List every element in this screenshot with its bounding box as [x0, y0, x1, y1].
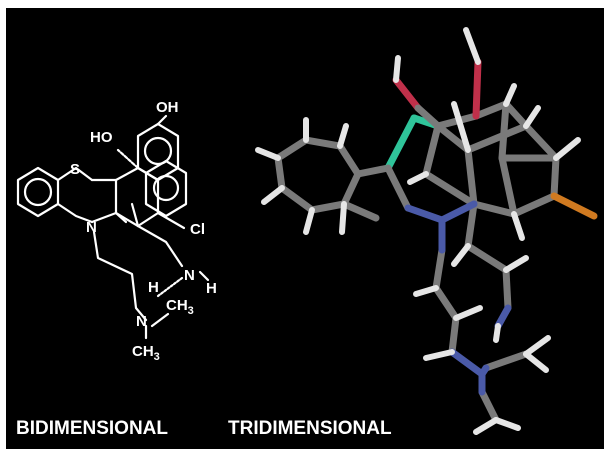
- model-phenyl-ring: [274, 136, 392, 222]
- model-nitrogens: [404, 200, 512, 396]
- structure-2d: OH HO S N Cl N H H CH3 N CH3: [16, 99, 217, 363]
- atom-oh-top: OH: [156, 99, 179, 116]
- propyl-chain: [92, 230, 148, 322]
- model-phenyl-hydrogens: [255, 117, 349, 235]
- left-aromatic-circle: [23, 177, 53, 207]
- caption-layer: BIDIMENSIONAL TRIDIMENSIONAL: [16, 418, 392, 439]
- atom-h-left: H: [148, 279, 159, 296]
- model-framework: [384, 100, 560, 424]
- label-tridimensional: TRIDIMENSIONAL: [228, 418, 392, 439]
- n-bonds: [56, 202, 94, 224]
- ethyl-chain: [136, 224, 184, 268]
- atom-nitrogen-ring: N: [86, 219, 97, 236]
- model-chlorine: [550, 192, 598, 220]
- label-bidimensional: BIDIMENSIONAL: [16, 418, 168, 439]
- atom-ch3-lower: CH3: [132, 343, 160, 363]
- structure-3d: [255, 27, 598, 435]
- black-panel: OH HO S N Cl N H H CH3 N CH3: [6, 8, 604, 449]
- ho-wedge: [116, 148, 140, 170]
- atom-chlorine: Cl: [190, 221, 205, 238]
- model-oxygen: [392, 58, 482, 120]
- atom-ch3-upper: CH3: [166, 297, 194, 317]
- atom-nh-hydrogen: H: [206, 280, 217, 297]
- atom-ho: HO: [90, 129, 113, 146]
- atom-sulfur: S: [70, 161, 80, 178]
- overlay-ring: [144, 159, 188, 218]
- s-bonds: [56, 166, 94, 182]
- atom-nh-nitrogen: N: [184, 267, 195, 284]
- upper-aromatic-circle: [143, 136, 173, 166]
- hydrogen-bond: [156, 276, 184, 298]
- atom-nitrogen-amine: N: [136, 313, 147, 330]
- model-hydrogens: [393, 27, 581, 435]
